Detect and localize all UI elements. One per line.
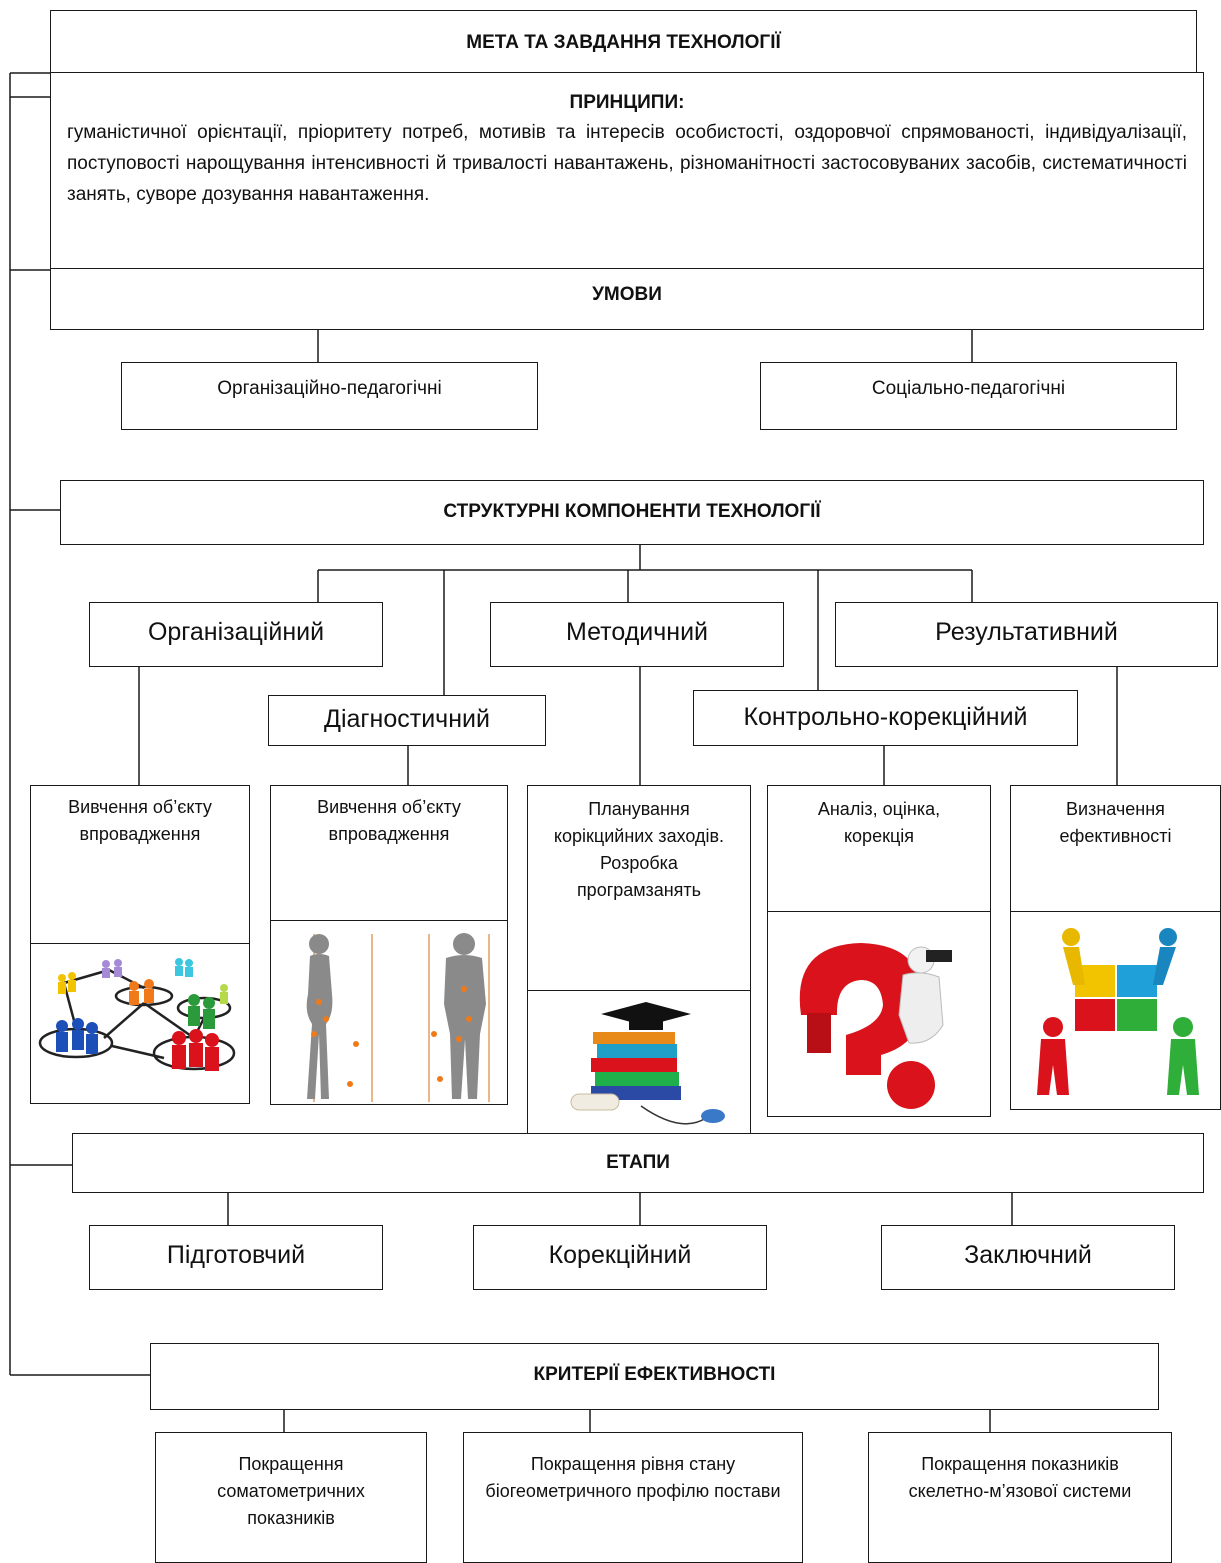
body-posture-icon [306, 933, 490, 1102]
component-label: Діагностичний [324, 705, 490, 733]
conditions-title: УМОВИ [592, 284, 662, 305]
criterion-posture-profile: Покращення рівня стану біогеометричного … [463, 1432, 803, 1563]
puzzle-team-icon [1037, 928, 1199, 1095]
component-label: Контрольно-корекційний [743, 703, 1028, 731]
stages-title: ЕТАПИ [606, 1152, 670, 1173]
component-label: Організаційний [147, 618, 325, 646]
criteria-box: КРИТЕРІЇ ЕФЕКТИВНОСТІ [150, 1343, 1159, 1410]
goal-title: МЕТА ТА ЗАВДАННЯ ТЕХНОЛОГІЇ [466, 32, 781, 53]
stage-corrective: Корекційний [473, 1225, 767, 1290]
component-label: Результативний [935, 618, 1118, 646]
task-text: Аналіз, оцінка, корекція [817, 799, 941, 846]
task-text: Вивчення об’єкту впровадження [317, 797, 461, 844]
principles-box: ПРИНЦИПИ: гуманістичної орієнтації, пріо… [50, 72, 1204, 270]
books-diploma-icon [570, 1002, 725, 1125]
task-study-object-1: Вивчення об’єкту впровадження [30, 785, 250, 945]
stage-label: Підготовчий [166, 1241, 306, 1269]
task-image-box-2 [270, 920, 508, 1105]
criterion-label: Покращення показників скелетно-м’язової … [908, 1454, 1132, 1501]
component-organizational: Організаційний [89, 602, 383, 667]
task-text: Визначення ефективності [1059, 799, 1172, 846]
criteria-title: КРИТЕРІЇ ЕФЕКТИВНОСТІ [533, 1364, 776, 1385]
stage-label: Заключний [964, 1241, 1092, 1269]
task-text: Планування корікцийних заходів. Розробка… [553, 799, 725, 900]
stages-box: ЕТАПИ [72, 1133, 1204, 1193]
task-image-box-1 [30, 943, 250, 1104]
condition-social-pedagogical: Соціально-педагогічні [760, 362, 1177, 430]
task-image-box-5 [1010, 911, 1221, 1110]
component-resultative: Результативний [835, 602, 1218, 667]
task-text: Вивчення об’єкту впровадження [68, 797, 212, 844]
condition-label: Соціально-педагогічні [871, 378, 1066, 399]
criterion-musculoskeletal: Покращення показників скелетно-м’язової … [868, 1432, 1172, 1563]
stage-final: Заключний [881, 1225, 1175, 1290]
component-control-corrective: Контрольно-корекційний [693, 690, 1078, 746]
condition-organizational-pedagogical: Організаційно-педагогічні [121, 362, 538, 430]
stage-preparatory: Підготовчий [89, 1225, 383, 1290]
goal-box: МЕТА ТА ЗАВДАННЯ ТЕХНОЛОГІЇ [50, 10, 1197, 74]
task-effectiveness: Визначення ефективності [1010, 785, 1221, 913]
component-diagnostic: Діагностичний [268, 695, 546, 746]
task-planning: Планування корікцийних заходів. Розробка… [527, 785, 751, 992]
components-box: СТРУКТУРНІ КОМПОНЕНТИ ТЕХНОЛОГІЇ [60, 480, 1204, 545]
task-analysis: Аналіз, оцінка, корекція [767, 785, 991, 913]
criterion-label: Покращення рівня стану біогеометричного … [485, 1454, 781, 1501]
question-mark-binoculars-icon [799, 943, 952, 1109]
task-study-object-2: Вивчення об’єкту впровадження [270, 785, 508, 922]
task-image-box-4 [767, 911, 991, 1117]
condition-label: Організаційно-педагогічні [217, 378, 442, 399]
principles-title: ПРИНЦИПИ: [569, 92, 685, 113]
stage-label: Корекційний [548, 1241, 692, 1269]
component-label: Методичний [565, 618, 709, 646]
principles-text: гуманістичної орієнтації, пріоритету пот… [67, 122, 1187, 205]
criterion-somatometric: Покращення соматометричних показників [155, 1432, 427, 1563]
component-methodical: Методичний [490, 602, 784, 667]
people-network-icon [38, 958, 236, 1071]
task-image-box-3 [527, 990, 751, 1143]
conditions-box: УМОВИ [50, 268, 1204, 330]
components-title: СТРУКТУРНІ КОМПОНЕНТИ ТЕХНОЛОГІЇ [443, 501, 821, 522]
criterion-label: Покращення соматометричних показників [217, 1454, 365, 1528]
